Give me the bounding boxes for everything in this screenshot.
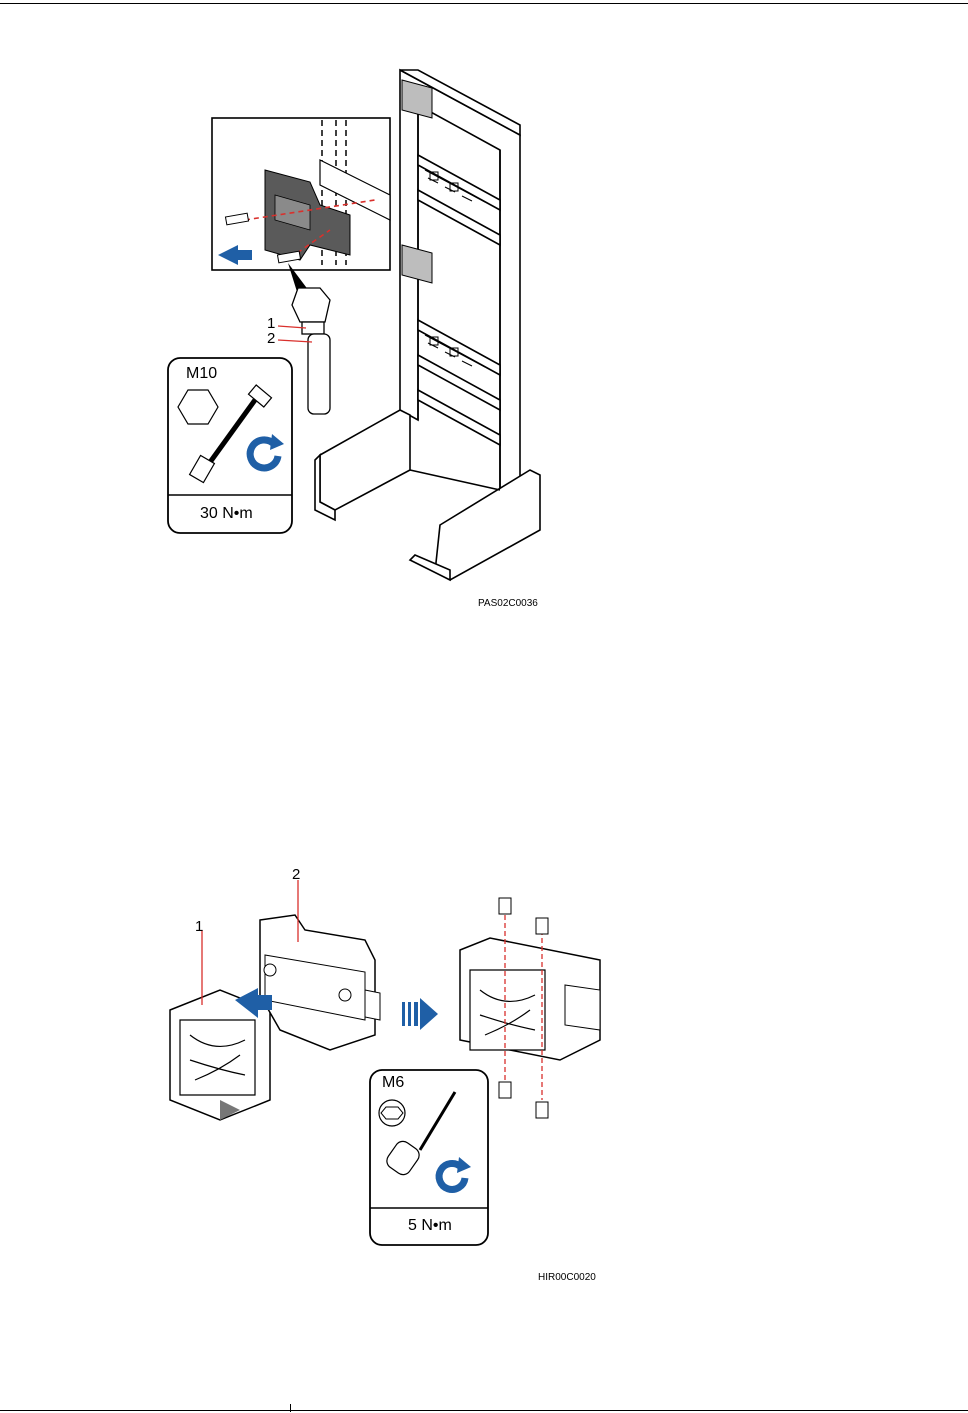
transition-arrow-icon: [402, 998, 438, 1030]
page-header-rule: [0, 3, 968, 4]
torque-value-label: 30 N•m: [200, 505, 253, 523]
figure-id-2: HIR00C0020: [538, 1272, 596, 1283]
figure-id-1: PAS02C0036: [478, 598, 538, 609]
callout-line-2: [278, 340, 312, 342]
fan-bracket: [260, 915, 380, 1050]
socket-wrench: [292, 288, 330, 414]
figure-rack-install: 1 2 M10 30 N•m: [160, 60, 580, 590]
callout-2: 2: [267, 330, 275, 347]
fan-assembly-illustration: [160, 860, 620, 1260]
page-footer-rule: [0, 1410, 968, 1411]
callout-1: 1: [195, 918, 203, 935]
footer-divider-tick: [290, 1404, 291, 1412]
torque-value-label: 5 N•m: [408, 1217, 452, 1235]
bolt-size-label: M10: [186, 365, 217, 383]
rack-frame: [400, 70, 520, 500]
callout-2: 2: [292, 866, 300, 883]
assembled-fan-unit: [460, 938, 600, 1060]
figure-fan-assembly: 1 2 M6 5 N•m: [160, 860, 620, 1260]
bolt-size-label: M6: [382, 1074, 404, 1092]
